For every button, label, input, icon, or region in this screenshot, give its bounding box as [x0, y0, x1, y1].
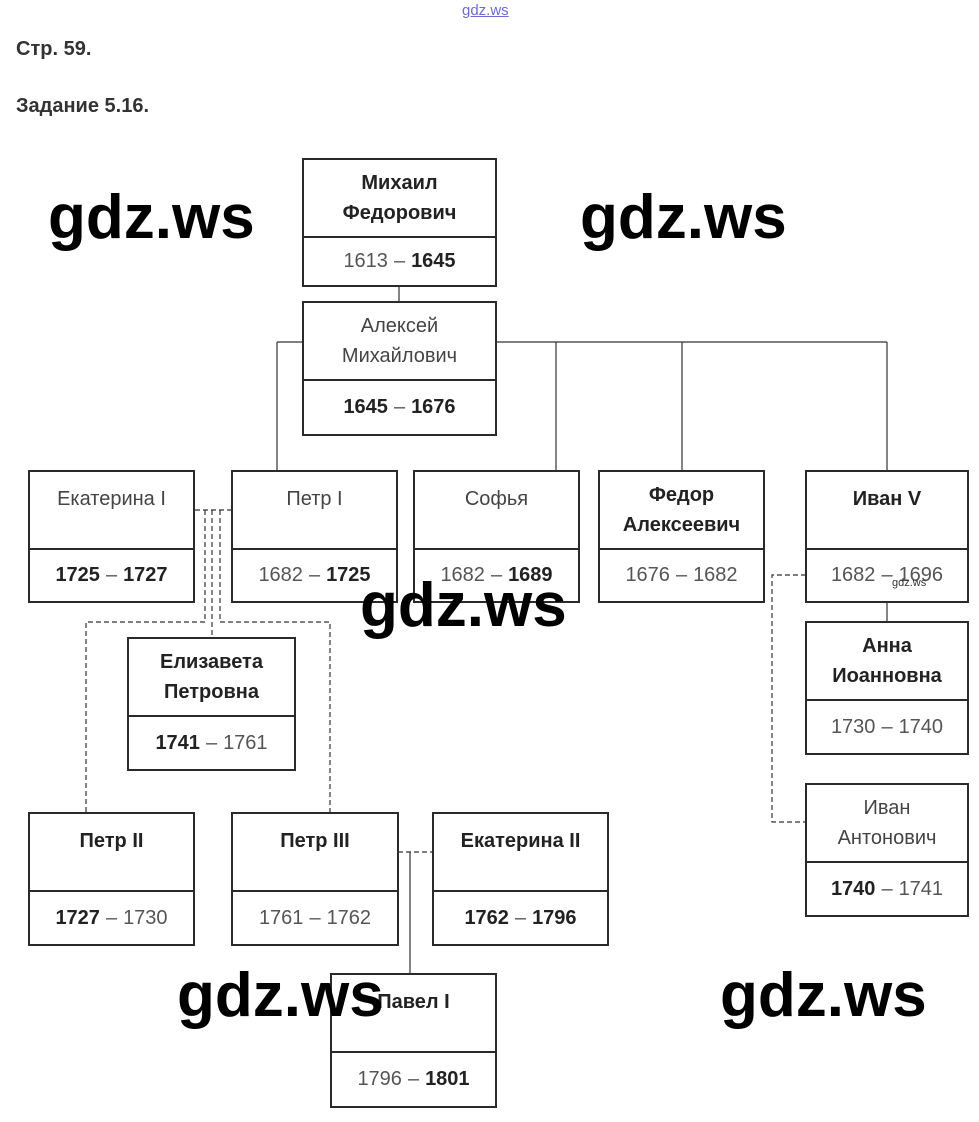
node-name: Павел I: [377, 991, 450, 1013]
watermark-3: gdz.ws: [360, 571, 567, 640]
node-fedor-alekseevich: Федор Алексеевич 1676–1682: [598, 470, 765, 603]
line-to-petr3: [219, 510, 331, 813]
node-pavel-1: Павел I 1796–1801: [330, 973, 497, 1108]
node-anna-ioannovna: Анна Иоанновна 1730–1740: [805, 621, 969, 755]
node-name: Елизавета Петровна: [160, 651, 263, 703]
node-name: Софья: [464, 488, 529, 510]
node-name: Петр II: [79, 830, 144, 852]
node-name: Петр III: [280, 830, 350, 852]
year-start: 1682: [258, 564, 303, 586]
node-name: Федор Алексеевич: [622, 484, 741, 536]
year-end: 1696: [898, 564, 944, 586]
watermark-4: gdz.ws: [177, 961, 384, 1030]
node-ekaterina-2: Екатерина II 1762–1796: [432, 812, 609, 946]
task-title: Задание 5.16.: [16, 95, 150, 117]
node-sofya: Софья 1682–1689: [413, 470, 580, 603]
node-aleksei-mikhailovich: Алексей Михайлович 1645–1676: [302, 301, 497, 436]
page-number: Стр. 59.: [16, 38, 92, 60]
year-end: 1801: [425, 1068, 470, 1090]
node-petr-1: Петр I 1682–1725: [231, 470, 398, 603]
year-end: 1730: [123, 906, 168, 929]
year-end: 1725: [326, 564, 371, 586]
year-start: 1613: [343, 250, 388, 272]
year-start: 1682: [830, 564, 876, 586]
node-name: Алексей Михайлович: [341, 315, 458, 367]
year-end: 1682: [693, 564, 738, 586]
watermark-1: gdz.ws: [48, 183, 255, 252]
watermark-5: gdz.ws: [720, 961, 927, 1030]
watermark-2: gdz.ws: [580, 183, 787, 252]
year-start: 1740: [830, 877, 876, 900]
node-ivan-antonovich: Иван Антонович 1740–1741: [805, 783, 969, 917]
node-name: Екатерина II: [460, 830, 581, 852]
node-name: Петр I: [286, 488, 343, 510]
year-end: 1740: [898, 715, 944, 738]
year-end: 1689: [508, 564, 553, 586]
year-start: 1730: [830, 715, 876, 738]
year-start: 1762: [464, 906, 509, 929]
node-mikhail-fedorovich: Михаил Федорович 1613–1645: [302, 158, 497, 287]
year-end: 1645: [411, 250, 456, 272]
year-start: 1725: [55, 564, 100, 586]
year-end: 1741: [898, 877, 944, 900]
year-start: 1645: [343, 396, 388, 418]
year-start: 1682: [440, 564, 485, 586]
node-ekaterina-1: Екатерина I 1725–1727: [28, 470, 195, 603]
year-end: 1762: [326, 906, 372, 929]
node-name: Иван V: [852, 488, 922, 510]
node-ivan-5: Иван V 1682–1696: [805, 470, 969, 603]
line-to-ivan-antonovich: [771, 574, 806, 823]
watermark-small: gdz.ws: [892, 577, 927, 589]
node-petr-3: Петр III 1761–1762: [231, 812, 399, 946]
node-elizaveta-petrovna: Елизавета Петровна 1741–1761: [127, 637, 296, 771]
line-to-petr2: [85, 510, 206, 813]
year-start: 1761: [258, 906, 304, 929]
year-end: 1761: [223, 731, 268, 754]
node-name: Анна Иоанновна: [832, 635, 942, 687]
year-end: 1676: [411, 396, 456, 418]
year-start: 1727: [55, 906, 100, 929]
node-petr-2: Петр II 1727–1730: [28, 812, 195, 946]
year-end: 1796: [532, 906, 577, 929]
year-start: 1796: [357, 1068, 402, 1090]
node-name: Екатерина I: [57, 488, 166, 510]
year-end: 1727: [123, 564, 168, 586]
year-start: 1676: [625, 564, 670, 586]
node-name: Михаил Федорович: [342, 172, 457, 224]
year-start: 1741: [155, 731, 200, 754]
node-name: Иван Антонович: [837, 797, 937, 849]
top-watermark-link[interactable]: gdz.ws: [462, 2, 509, 19]
